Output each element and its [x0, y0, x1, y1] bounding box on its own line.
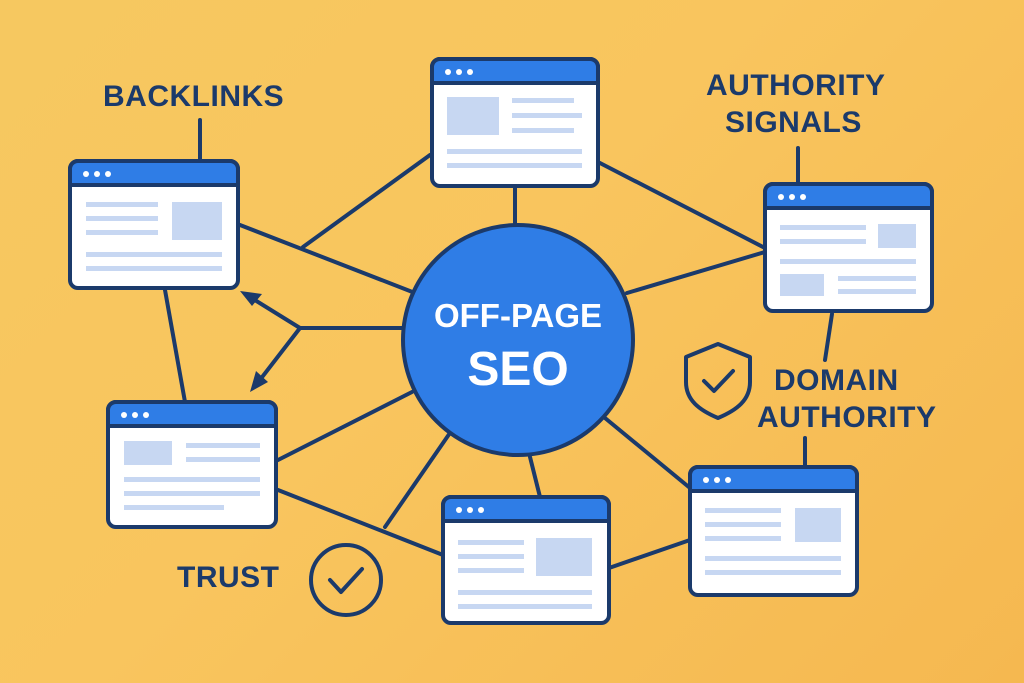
connector-line — [238, 223, 417, 295]
browser-window-icon — [763, 182, 934, 313]
connector-lines — [163, 118, 834, 570]
check-circle-icon — [309, 543, 383, 617]
connector-line — [301, 153, 432, 249]
browser-window-icon — [68, 159, 240, 290]
connector-line — [383, 428, 454, 529]
center-title-line1: OFF-PAGE — [433, 297, 603, 334]
connector-line — [276, 488, 445, 557]
connector-line — [603, 416, 692, 490]
browser-window-icon — [106, 400, 278, 529]
label-backlinks: BACKLINKS — [103, 80, 285, 113]
label-domain-authority-line2: AUTHORITY — [757, 401, 937, 434]
label-trust: TRUST — [177, 561, 280, 594]
browser-window-icon — [441, 495, 611, 625]
browser-window-icon — [430, 57, 600, 188]
arrowhead — [250, 371, 268, 392]
connector-line — [163, 288, 187, 404]
center-title-line2: SEO — [467, 343, 569, 396]
label-authority-signals-line2: SIGNALS — [725, 106, 862, 139]
center-circle — [401, 223, 635, 457]
connector-line — [607, 538, 692, 570]
connector-line — [528, 455, 542, 499]
arrowhead — [240, 291, 262, 306]
shield-check-icon — [684, 342, 752, 420]
connector-line — [823, 312, 834, 362]
connector-line — [596, 160, 767, 250]
connector-line — [625, 250, 767, 295]
label-authority-signals-line1: AUTHORITY — [706, 69, 886, 102]
connector-line — [276, 390, 414, 462]
browser-window-icon — [688, 465, 859, 597]
label-domain-authority-line1: DOMAIN — [774, 364, 899, 397]
arrow-icon — [248, 295, 414, 387]
